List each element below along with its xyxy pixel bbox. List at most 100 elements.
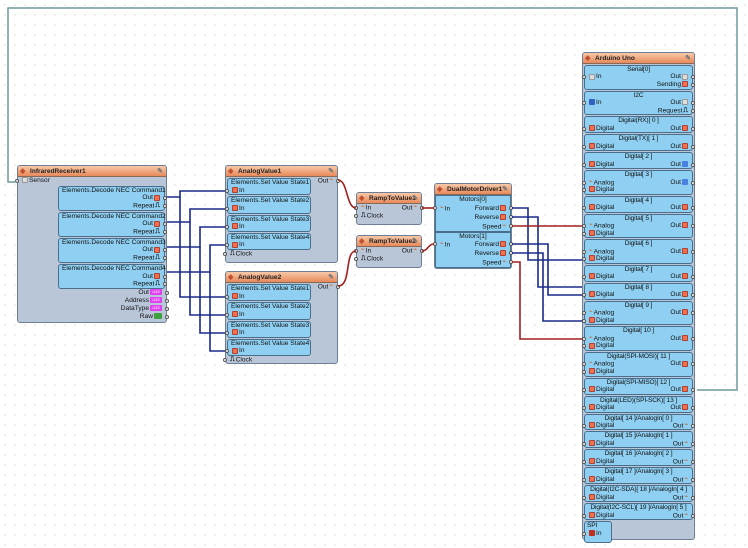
output-pin[interactable]	[691, 108, 695, 113]
input-pin[interactable]	[582, 249, 586, 254]
input-pin[interactable]	[225, 312, 229, 317]
output-pin[interactable]	[691, 293, 695, 298]
wrench-icon[interactable]: ✎	[157, 168, 163, 175]
output-pin[interactable]	[691, 100, 695, 105]
input-pin[interactable]	[582, 369, 586, 374]
output-pin[interactable]	[163, 230, 167, 235]
input-pin[interactable]	[582, 513, 586, 518]
output-pin[interactable]	[509, 251, 513, 255]
output-pin[interactable]	[691, 162, 695, 167]
output-pin[interactable]	[163, 274, 167, 279]
component-title-bar[interactable]: ◆AnalogValue1✎	[226, 166, 337, 177]
output-pin[interactable]	[336, 285, 340, 289]
output-pin[interactable]	[165, 291, 169, 296]
input-pin[interactable]	[582, 495, 586, 500]
input-pin[interactable]	[582, 180, 586, 185]
output-pin[interactable]	[691, 275, 695, 280]
input-pin[interactable]	[582, 257, 586, 262]
input-pin[interactable]	[582, 231, 586, 236]
output-pin[interactable]	[691, 441, 695, 446]
input-pin[interactable]	[582, 318, 586, 323]
input-pin[interactable]	[582, 206, 586, 211]
output-pin[interactable]	[691, 477, 695, 482]
input-pin[interactable]	[582, 224, 586, 229]
output-pin[interactable]	[691, 405, 695, 410]
input-pin[interactable]	[582, 531, 586, 536]
wrench-icon[interactable]: ✎	[328, 274, 334, 281]
wrench-icon[interactable]: ✎	[502, 186, 508, 193]
output-pin[interactable]	[163, 196, 167, 201]
output-pin[interactable]	[509, 223, 513, 228]
input-pin[interactable]	[354, 256, 358, 261]
input-pin[interactable]	[582, 477, 586, 482]
output-pin[interactable]	[691, 459, 695, 464]
input-pin[interactable]	[582, 144, 586, 149]
input-pin[interactable]	[582, 441, 586, 446]
output-pin[interactable]	[336, 179, 340, 183]
input-pin[interactable]	[582, 162, 586, 167]
wrench-icon[interactable]: ✎	[412, 195, 418, 202]
input-pin[interactable]	[582, 311, 586, 316]
output-pin[interactable]	[691, 336, 695, 341]
output-pin[interactable]	[165, 306, 169, 311]
output-pin[interactable]	[163, 248, 167, 253]
output-pin[interactable]	[509, 205, 513, 210]
input-pin[interactable]	[582, 75, 586, 80]
input-pin[interactable]	[582, 293, 586, 298]
output-pin[interactable]	[691, 495, 695, 500]
output-pin[interactable]	[163, 256, 167, 261]
output-pin[interactable]	[420, 249, 424, 253]
input-pin[interactable]	[582, 100, 586, 105]
output-pin[interactable]	[691, 82, 695, 87]
output-pin[interactable]	[165, 298, 169, 303]
wrench-icon[interactable]: ✎	[328, 168, 334, 175]
input-pin[interactable]	[582, 126, 586, 131]
input-pin[interactable]	[582, 275, 586, 280]
output-pin[interactable]	[165, 314, 169, 319]
input-pin[interactable]	[582, 188, 586, 193]
input-pin[interactable]	[354, 206, 358, 210]
output-pin[interactable]	[509, 214, 513, 219]
input-pin[interactable]	[225, 188, 229, 193]
input-pin[interactable]	[433, 205, 437, 210]
wrench-icon[interactable]: ✎	[685, 55, 691, 62]
output-pin[interactable]	[163, 222, 167, 227]
input-pin[interactable]	[582, 344, 586, 349]
output-pin[interactable]	[691, 513, 695, 518]
input-pin[interactable]	[582, 459, 586, 464]
input-pin[interactable]	[225, 225, 229, 230]
output-pin[interactable]	[691, 206, 695, 211]
component-av1[interactable]: ◆AnalogValue1✎Out⌁Elements.Set Value Sta…	[223, 165, 340, 263]
input-pin[interactable]	[223, 358, 227, 363]
output-pin[interactable]	[509, 260, 513, 264]
output-pin[interactable]	[691, 224, 695, 229]
input-pin[interactable]	[225, 243, 229, 248]
